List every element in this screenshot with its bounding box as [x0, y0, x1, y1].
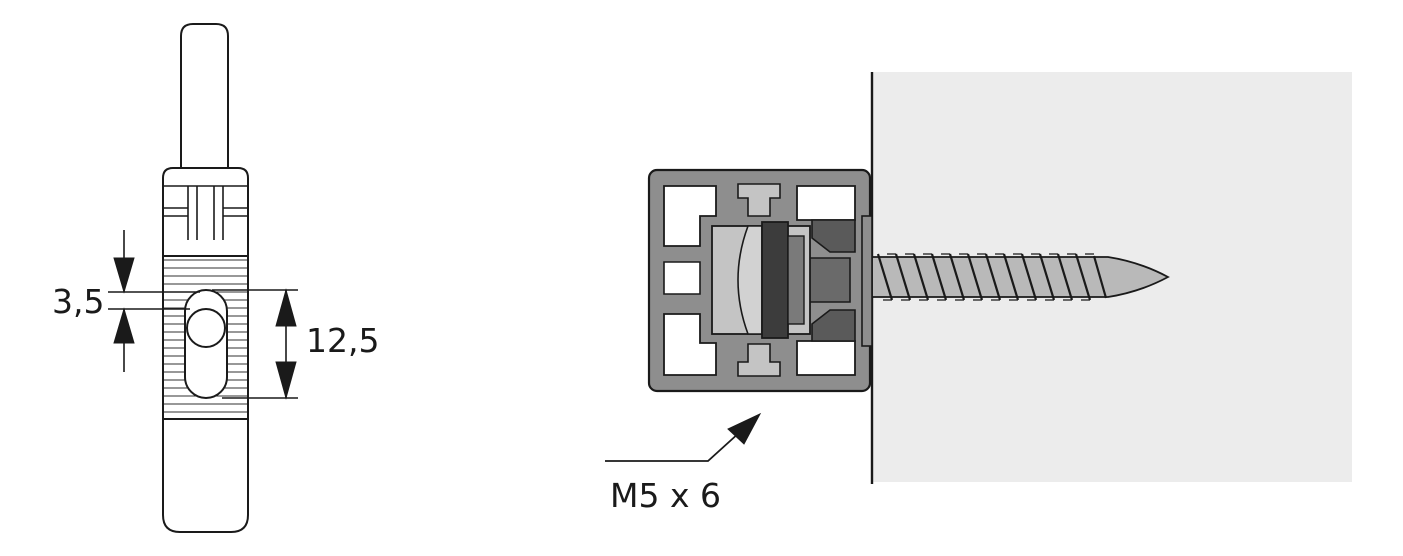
dimension-label-slot-length: 12,5 [306, 321, 379, 360]
dimension-arrow-icon [113, 257, 135, 294]
callout-leader [605, 412, 762, 462]
slot-insert [737, 225, 763, 335]
plate-tongue [180, 23, 229, 168]
aluminium-profile [647, 168, 873, 393]
profile-flange [861, 215, 873, 347]
plate-grooves [163, 185, 248, 240]
dimension-arrow-icon [275, 288, 297, 327]
profile-cavity [796, 340, 856, 376]
wood-screw [872, 253, 1170, 301]
dimension-slot-width [108, 230, 200, 372]
screw-shank [872, 256, 1170, 298]
callout-label-screw-spec: M5 x 6 [610, 476, 721, 515]
dimension-label-slot-width: 3,5 [52, 282, 104, 321]
mounting-section-view: M5 x 6 [605, 72, 1352, 515]
profile-cavity [796, 185, 856, 221]
callout-arrow-icon [727, 412, 762, 445]
screw-threads [876, 253, 1108, 301]
profile-cavity [663, 185, 717, 247]
profile-cavity [663, 313, 717, 376]
dimension-arrow-icon [275, 361, 297, 400]
dimension-slot-length [212, 288, 298, 400]
slot-pin [186, 308, 226, 348]
connector-plate-view: 3,5 12,5 [52, 23, 379, 533]
t-nut [761, 221, 789, 339]
dimension-arrow-icon [113, 307, 135, 344]
